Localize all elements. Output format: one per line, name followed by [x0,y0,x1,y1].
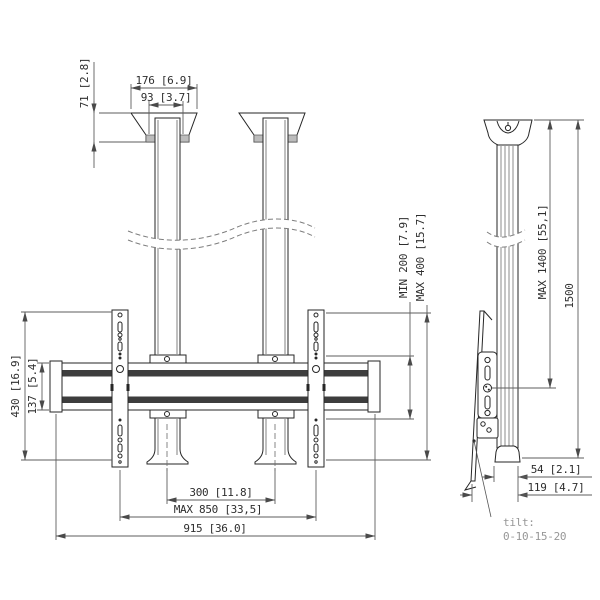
dim-label-min-200: MIN 200 [7.9] [397,216,410,298]
front-view: 71 [2.8] 176 [6.9] 93 [3.7] 430 [16.9] 1… [9,58,431,540]
wall-bracket-left [110,309,130,468]
dimension-column-width: 93 [3.7] [141,91,192,134]
dimension-total-width: 915 [36.0] [55,414,376,540]
pole-foot [494,445,521,463]
break-lines-front [127,218,316,250]
dimension-plate-width: 176 [6.9] [130,74,198,109]
dim-label-71: 71 [2.8] [78,58,91,109]
side-view: MAX 1400 [55,1] 1500 54 [2.1] 119 [4.7] … [460,119,592,543]
dim-label-119: 119 [4.7] [528,481,585,494]
dim-label-137: 137 [5.4] [26,358,39,415]
dim-label-430: 430 [16.9] [9,354,22,417]
wall-bracket-right [306,309,326,468]
break-lines-side [486,229,526,248]
dimension-column-spacing: 300 [11.8] [166,468,276,504]
dimension-plate-height: 71 [2.8] [78,58,146,168]
column-clamp-plates-lower [149,409,295,419]
tilt-label: tilt: [503,516,535,529]
dim-label-176: 176 [6.9] [136,74,193,87]
dim-label-max-850: MAX 850 [33,5] [174,503,263,516]
dimension-max-width: MAX 850 [33,5] [119,470,317,521]
ceiling-cup-side [483,119,533,146]
column-lower-sections [146,417,297,471]
dimension-vesa-max: MAX 400 [15.7] [326,213,431,461]
pole-side [494,144,521,463]
tv-bracket-side [463,310,499,491]
dim-label-1500: 1500 [563,283,576,308]
dimension-total-height: 1500 [522,119,584,459]
tilt-values: 0-10-15-20 [503,530,566,543]
dim-label-max-1400: MAX 1400 [55,1] [536,205,549,300]
dimension-rail-height: 137 [5.4] [26,358,49,415]
dim-label-300: 300 [11.8] [189,486,252,499]
column-centerlines [166,424,276,471]
tilt-mechanism-plate [477,351,498,419]
dim-label-93: 93 [3.7] [141,91,192,104]
tilt-annotation: tilt: 0-10-15-20 [473,440,567,543]
dimension-vesa-min: MIN 200 [7.9] [326,216,414,420]
dimension-bracket-height: 430 [16.9] [9,311,112,461]
dim-label-max-400: MAX 400 [15.7] [414,213,427,302]
dimension-total-depth: 119 [4.7] [460,481,592,502]
dim-label-54: 54 [2.1] [531,463,582,476]
dimension-pole-depth: 54 [2.1] [482,463,592,502]
rail-end-caps [49,360,381,413]
dimension-max-drop: MAX 1400 [55,1] [492,119,584,389]
dim-label-915: 915 [36.0] [183,522,246,535]
tilt-leader-line [473,440,492,518]
